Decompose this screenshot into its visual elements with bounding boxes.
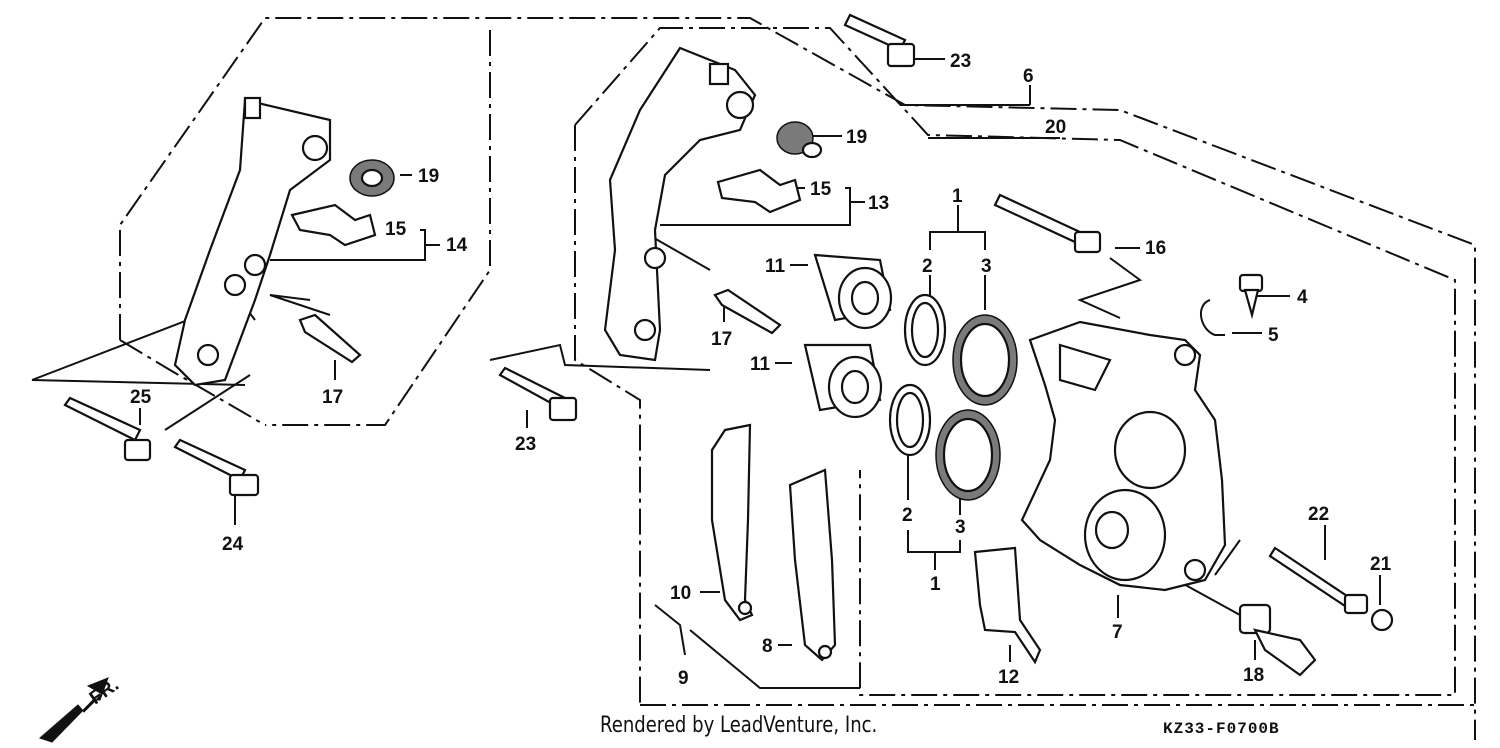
direction-arrow: FR. — [39, 674, 123, 743]
callout-10: 10 — [670, 583, 691, 604]
diagram-code: KZ33-F0700B — [1163, 720, 1280, 738]
callout-labels: 23 6 20 19 19 15 13 15 14 1 2 3 16 4 5 1… — [130, 51, 1392, 689]
callout-3: 3 — [981, 256, 992, 277]
caliper-body — [1020, 320, 1227, 592]
left-bracket-assembly — [63, 96, 395, 497]
callout-17: 17 — [711, 329, 732, 350]
piston-seal-group — [803, 253, 1018, 501]
callout-15: 15 — [810, 179, 832, 200]
callout-5: 5 — [1268, 325, 1279, 346]
callout-2: 2 — [902, 505, 913, 526]
callout-8: 8 — [762, 636, 773, 657]
brake-pads — [710, 423, 837, 662]
callout-16: 16 — [1145, 238, 1166, 259]
callout-24: 24 — [222, 534, 244, 555]
pins-and-bolts — [993, 193, 1394, 677]
callout-19: 19 — [846, 127, 867, 148]
callout-14: 14 — [446, 235, 468, 256]
callout-12: 12 — [998, 667, 1019, 688]
callout-11: 11 — [750, 354, 771, 375]
rendered-by-footer: Rendered by LeadVenture, Inc. — [600, 713, 878, 738]
callout-18: 18 — [1243, 665, 1264, 686]
callout-22: 22 — [1308, 504, 1329, 525]
middle-bracket-assembly — [498, 13, 916, 422]
callout-9: 9 — [678, 668, 689, 689]
callout-1: 1 — [930, 574, 941, 595]
callout-1: 1 — [952, 186, 963, 207]
callout-2: 2 — [922, 256, 933, 277]
callout-19: 19 — [418, 166, 439, 187]
callout-11: 11 — [765, 256, 786, 277]
callout-4: 4 — [1297, 287, 1308, 308]
pad-spring — [973, 546, 1042, 665]
callout-3: 3 — [955, 517, 966, 538]
callout-20: 20 — [1045, 117, 1066, 138]
callout-15: 15 — [385, 219, 407, 240]
callout-17: 17 — [322, 387, 343, 408]
callout-25: 25 — [130, 387, 152, 408]
callout-23: 23 — [950, 51, 971, 72]
arrow-shape — [39, 677, 109, 743]
callout-21: 21 — [1370, 554, 1392, 575]
callout-7: 7 — [1112, 622, 1123, 643]
callout-6: 6 — [1023, 66, 1034, 87]
callout-23: 23 — [515, 434, 536, 455]
group-outlines — [119, 17, 1476, 740]
callout-13: 13 — [868, 193, 889, 214]
